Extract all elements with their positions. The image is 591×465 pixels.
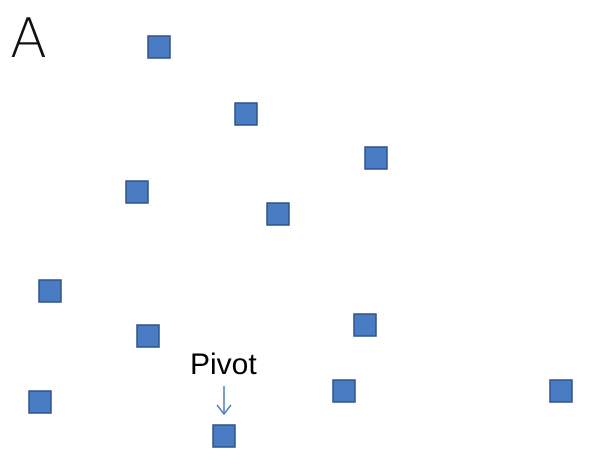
square-node (38, 279, 62, 303)
squares-group (28, 35, 573, 448)
square-node (364, 146, 388, 170)
square-node (332, 379, 356, 403)
pivot-square (212, 424, 236, 448)
panel-label: A (10, 7, 47, 70)
square-node (266, 202, 290, 226)
square-node (549, 379, 573, 403)
square-node (125, 180, 149, 204)
square-node (234, 102, 258, 126)
pivot-arrow (216, 386, 232, 416)
pivot-label: Pivot (190, 348, 257, 381)
square-node (147, 35, 171, 59)
square-node (28, 390, 52, 414)
square-node (353, 313, 377, 337)
square-node (136, 324, 160, 348)
